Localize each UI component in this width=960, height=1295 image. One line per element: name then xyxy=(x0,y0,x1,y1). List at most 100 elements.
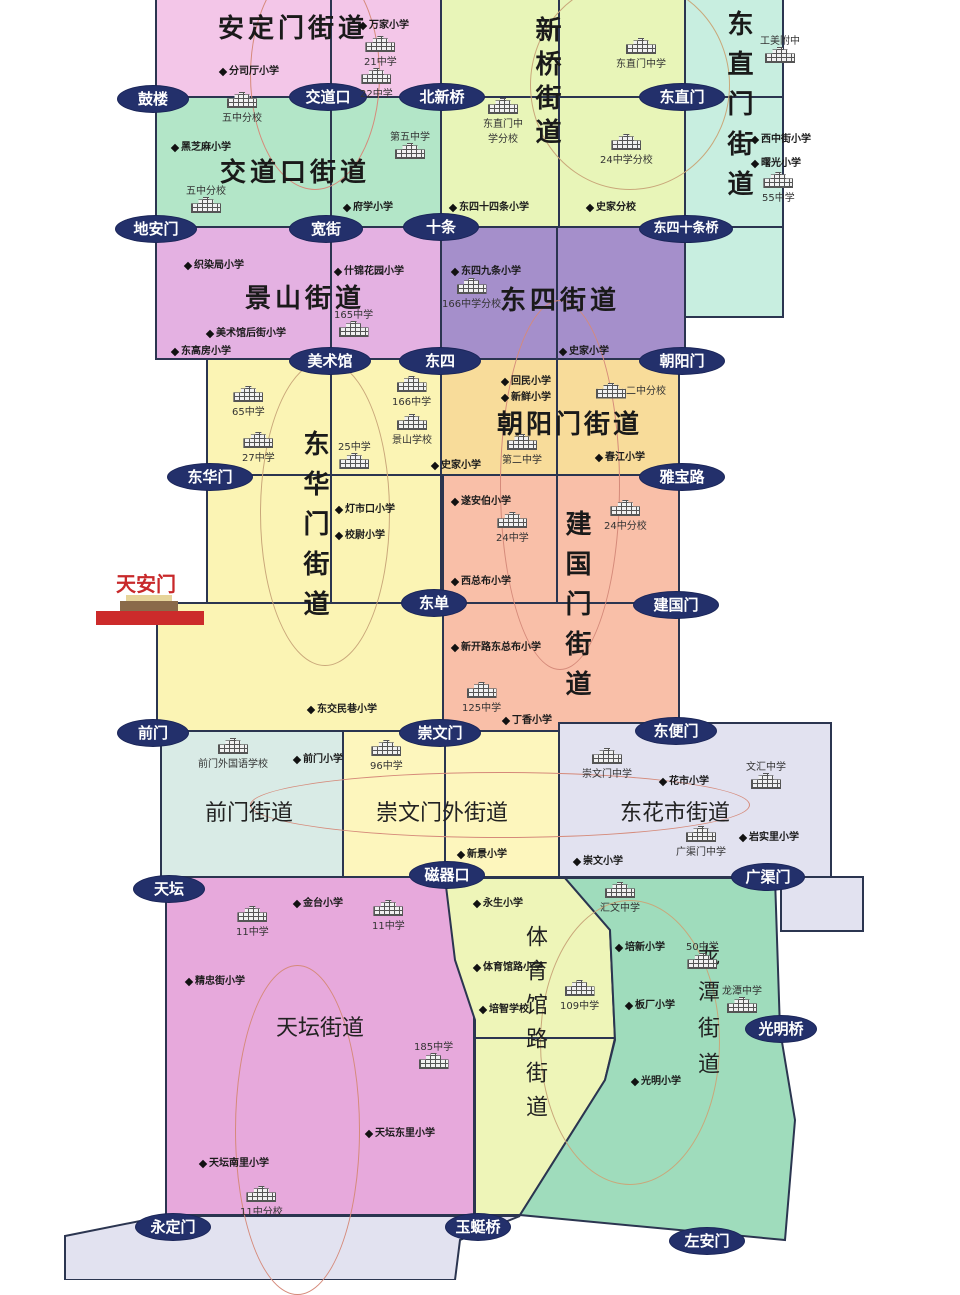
school-marker[interactable]: 分司厅小学 xyxy=(218,62,279,77)
school-marker[interactable]: 黑芝麻小学 xyxy=(170,138,231,153)
school-marker[interactable]: 崇文小学 xyxy=(572,852,623,867)
middle-school-marker[interactable]: 前门外国语学校 xyxy=(198,738,268,770)
node-jianguomen[interactable]: 建国门 xyxy=(634,592,718,618)
school-marker[interactable]: 精忠街小学 xyxy=(184,972,245,987)
middle-school-marker[interactable]: 24中学 xyxy=(496,512,529,544)
school-marker[interactable]: 培智学校 xyxy=(478,1000,529,1015)
middle-school-marker[interactable]: 第二中学 xyxy=(502,434,542,466)
middle-school-marker[interactable]: 东直门中学分校 xyxy=(480,98,526,145)
middle-school-marker[interactable]: 五中分校 xyxy=(186,182,226,214)
middle-school-marker[interactable]: 185中学 xyxy=(414,1038,453,1070)
middle-school-marker[interactable]: 工美附中 xyxy=(760,32,800,64)
middle-school-marker[interactable]: 第五中学 xyxy=(390,128,430,160)
school-marker[interactable]: 府学小学 xyxy=(342,198,393,213)
middle-school-marker[interactable]: 11中分校 xyxy=(240,1186,283,1218)
school-marker[interactable]: 天坛东里小学 xyxy=(364,1124,435,1139)
school-marker[interactable]: 东高房小学 xyxy=(170,342,231,357)
node-chongwenmen[interactable]: 崇文门 xyxy=(400,720,480,746)
school-marker[interactable]: 东交民巷小学 xyxy=(306,700,377,715)
school-marker[interactable]: 校尉小学 xyxy=(334,526,385,541)
middle-school-marker[interactable]: 24中学分校 xyxy=(600,134,653,166)
middle-school-marker[interactable]: 166中学分校 xyxy=(442,278,501,310)
middle-school-marker[interactable]: 汇文中学 xyxy=(600,882,640,914)
middle-school-marker[interactable]: 文汇中学 xyxy=(746,758,786,790)
school-marker[interactable]: 灯市口小学 xyxy=(334,500,395,515)
node-guangmingqiao[interactable]: 光明桥 xyxy=(746,1016,816,1042)
node-meishuguan[interactable]: 美术馆 xyxy=(290,348,370,374)
school-marker[interactable]: 什锦花园小学 xyxy=(333,262,404,277)
school-marker[interactable]: 新景小学 xyxy=(456,845,507,860)
node-dongdan[interactable]: 东单 xyxy=(402,590,466,616)
node-ciqikou[interactable]: 磁器口 xyxy=(410,862,484,888)
school-marker[interactable]: 花市小学 xyxy=(658,772,709,787)
node-beixinqiao[interactable]: 北新桥 xyxy=(400,84,484,110)
middle-school-marker[interactable]: 11中学 xyxy=(372,900,405,932)
middle-school-marker[interactable]: 24中分校 xyxy=(604,500,647,532)
middle-school-marker[interactable]: 109中学 xyxy=(560,980,599,1012)
node-guangqumen[interactable]: 广渠门 xyxy=(732,864,804,890)
region-qianmen[interactable] xyxy=(160,730,344,878)
region-longtan[interactable] xyxy=(518,877,797,1242)
middle-school-marker[interactable]: 96中学 xyxy=(370,740,403,772)
node-dianmen[interactable]: 地安门 xyxy=(116,216,196,242)
school-marker[interactable]: 曙光小学 xyxy=(750,154,801,169)
school-marker[interactable]: 体育馆路小学 xyxy=(472,958,543,973)
school-marker[interactable]: 岩实里小学 xyxy=(738,828,799,843)
node-dongsishitiaoqiao[interactable]: 东四十条桥 xyxy=(640,216,732,242)
school-marker[interactable]: 东四九条小学 xyxy=(450,262,521,277)
school-marker[interactable]: 天坛南里小学 xyxy=(198,1154,269,1169)
school-marker[interactable]: 遂安伯小学 xyxy=(450,492,511,507)
node-yongdingmen[interactable]: 永定门 xyxy=(136,1214,210,1240)
school-marker[interactable]: 史家小学 xyxy=(558,342,609,357)
node-chaoyangmen[interactable]: 朝阳门 xyxy=(640,348,724,374)
school-marker[interactable]: 培新小学 xyxy=(614,938,665,953)
node-qianmen[interactable]: 前门 xyxy=(118,720,188,746)
middle-school-marker[interactable]: 55中学 xyxy=(762,172,795,204)
middle-school-marker[interactable]: 11中学 xyxy=(236,906,269,938)
school-marker[interactable]: 史家分校 xyxy=(585,198,636,213)
middle-school-marker[interactable]: 东直门中学 xyxy=(616,38,666,70)
node-yutingqiao[interactable]: 玉蜓桥 xyxy=(446,1214,510,1240)
middle-school-marker[interactable]: 五中分校 xyxy=(222,92,262,124)
middle-school-marker[interactable]: 21中学 xyxy=(364,36,397,68)
school-marker[interactable]: 前门小学 xyxy=(292,750,343,765)
region-tiantan[interactable] xyxy=(165,876,475,1216)
node-gulou[interactable]: 鼓楼 xyxy=(118,86,188,112)
node-shitiao[interactable]: 十条 xyxy=(404,214,478,240)
node-dongzhimen[interactable]: 东直门 xyxy=(640,84,724,110)
node-kuanjie[interactable]: 宽街 xyxy=(290,216,362,242)
middle-school-marker[interactable]: 125中学 xyxy=(462,682,501,714)
middle-school-marker[interactable]: 广渠门中学 xyxy=(676,826,726,858)
node-dongsi[interactable]: 东四 xyxy=(400,348,480,374)
middle-school-marker[interactable]: 25中学 xyxy=(338,438,371,470)
school-marker[interactable]: 回民小学 xyxy=(500,372,551,387)
middle-school-marker[interactable]: 50中学 xyxy=(686,938,719,970)
middle-school-marker[interactable]: 166中学 xyxy=(392,376,431,408)
node-yabaolu[interactable]: 雅宝路 xyxy=(640,464,724,490)
school-marker[interactable]: 西总布小学 xyxy=(450,572,511,587)
middle-school-marker[interactable]: 65中学 xyxy=(232,386,265,418)
school-marker[interactable]: 永生小学 xyxy=(472,894,523,909)
middle-school-marker[interactable]: 165中学 xyxy=(334,306,373,338)
node-zuoanmen[interactable]: 左安门 xyxy=(670,1228,744,1254)
school-marker[interactable]: 史家小学 xyxy=(430,456,481,471)
node-dongbianmen[interactable]: 东便门 xyxy=(636,718,716,744)
school-marker[interactable]: 美术馆后街小学 xyxy=(205,324,286,339)
school-marker[interactable]: 新鲜小学 xyxy=(500,388,551,403)
node-tiantan[interactable]: 天坛 xyxy=(134,876,204,902)
school-marker[interactable]: 丁香小学 xyxy=(501,711,552,726)
school-marker[interactable]: 光明小学 xyxy=(630,1072,681,1087)
middle-school-marker[interactable]: 22中学 xyxy=(360,68,393,100)
school-marker[interactable]: 万家小学 xyxy=(358,16,409,31)
node-donghuamen[interactable]: 东华门 xyxy=(168,464,252,490)
school-marker[interactable]: 春江小学 xyxy=(594,448,645,463)
school-marker[interactable]: 板厂小学 xyxy=(624,996,675,1011)
middle-school-marker[interactable]: 27中学 xyxy=(242,432,275,464)
middle-school-marker[interactable]: 龙潭中学 xyxy=(722,982,762,1014)
school-marker[interactable]: 新开路东总布小学 xyxy=(450,638,541,653)
school-marker[interactable]: 东四十四条小学 xyxy=(448,198,529,213)
school-marker[interactable]: 金台小学 xyxy=(292,894,343,909)
school-marker[interactable]: 织染局小学 xyxy=(183,256,244,271)
middle-school-marker[interactable]: 二中分校 xyxy=(596,382,666,400)
node-jiaodaokou[interactable]: 交道口 xyxy=(290,84,366,110)
